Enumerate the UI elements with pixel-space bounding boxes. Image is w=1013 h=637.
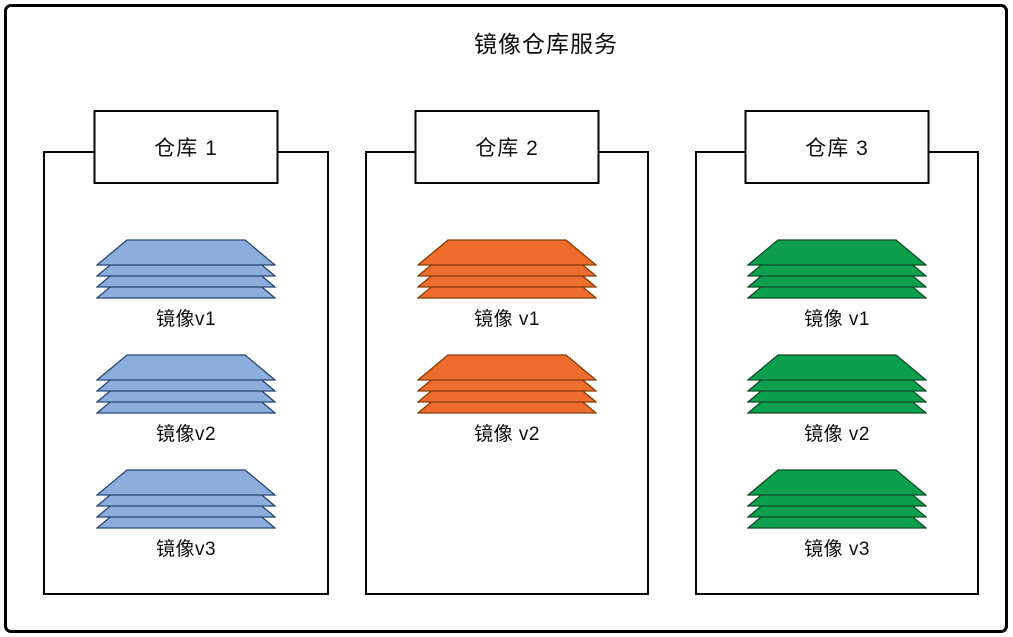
- repo-image-stacks: 镜像v1 镜像v2 镜像v3: [45, 153, 327, 560]
- image-layer-shape: [96, 354, 276, 381]
- repo-container: 仓库 2 镜像 v1 镜像 v2: [365, 110, 649, 595]
- repo-container: 仓库 3 镜像 v1 镜像 v2 镜像 v3: [695, 110, 979, 595]
- image-group: 镜像v1: [96, 239, 276, 330]
- repo-image-stacks: 镜像 v1 镜像 v2 镜像 v3: [697, 153, 977, 560]
- image-label: 镜像 v1: [474, 309, 540, 330]
- image-layer-shape: [747, 354, 927, 381]
- image-label: 镜像v3: [155, 539, 217, 560]
- image-layer-shape: [747, 469, 927, 496]
- image-group: 镜像 v1: [747, 239, 927, 330]
- image-layers-icon: [417, 354, 597, 414]
- image-group: 镜像 v2: [417, 354, 597, 445]
- image-group: 镜像 v3: [747, 469, 927, 560]
- image-layers-icon: [417, 239, 597, 299]
- image-label: 镜像 v3: [804, 539, 870, 560]
- image-layer-shape: [747, 239, 927, 266]
- page-title: 镜像仓库服务: [474, 31, 618, 57]
- image-layers-icon: [96, 469, 276, 529]
- repo-label-box: 仓库 1: [93, 110, 279, 184]
- image-layers-icon: [747, 469, 927, 529]
- repo-label: 仓库 1: [154, 137, 218, 160]
- image-layers-icon: [96, 239, 276, 299]
- image-layer-shape: [96, 239, 276, 266]
- image-layers-icon: [747, 354, 927, 414]
- image-group: 镜像 v1: [417, 239, 597, 330]
- image-layers-icon: [747, 239, 927, 299]
- repo-container: 仓库 1 镜像v1 镜像v2 镜像v3: [43, 110, 329, 595]
- repo-label-box: 仓库 2: [414, 110, 600, 184]
- diagram-frame: 镜像仓库服务 仓库 1 镜像v1 镜像v2 镜像v3 仓库 2 镜像 v1 镜像…: [4, 4, 1008, 633]
- image-group: 镜像 v2: [747, 354, 927, 445]
- image-layer-shape: [96, 469, 276, 496]
- image-label: 镜像 v2: [474, 424, 540, 445]
- repo-image-stacks: 镜像 v1 镜像 v2: [367, 153, 647, 445]
- image-label: 镜像v2: [155, 424, 217, 445]
- repo-label: 仓库 2: [475, 137, 539, 160]
- image-label: 镜像 v1: [804, 309, 870, 330]
- image-layers-icon: [96, 354, 276, 414]
- image-layer-shape: [417, 239, 597, 266]
- image-label: 镜像v1: [155, 309, 217, 330]
- image-layer-shape: [417, 354, 597, 381]
- repo-label: 仓库 3: [805, 137, 869, 160]
- image-group: 镜像v3: [96, 469, 276, 560]
- repo-label-box: 仓库 3: [744, 110, 930, 184]
- image-group: 镜像v2: [96, 354, 276, 445]
- image-label: 镜像 v2: [804, 424, 870, 445]
